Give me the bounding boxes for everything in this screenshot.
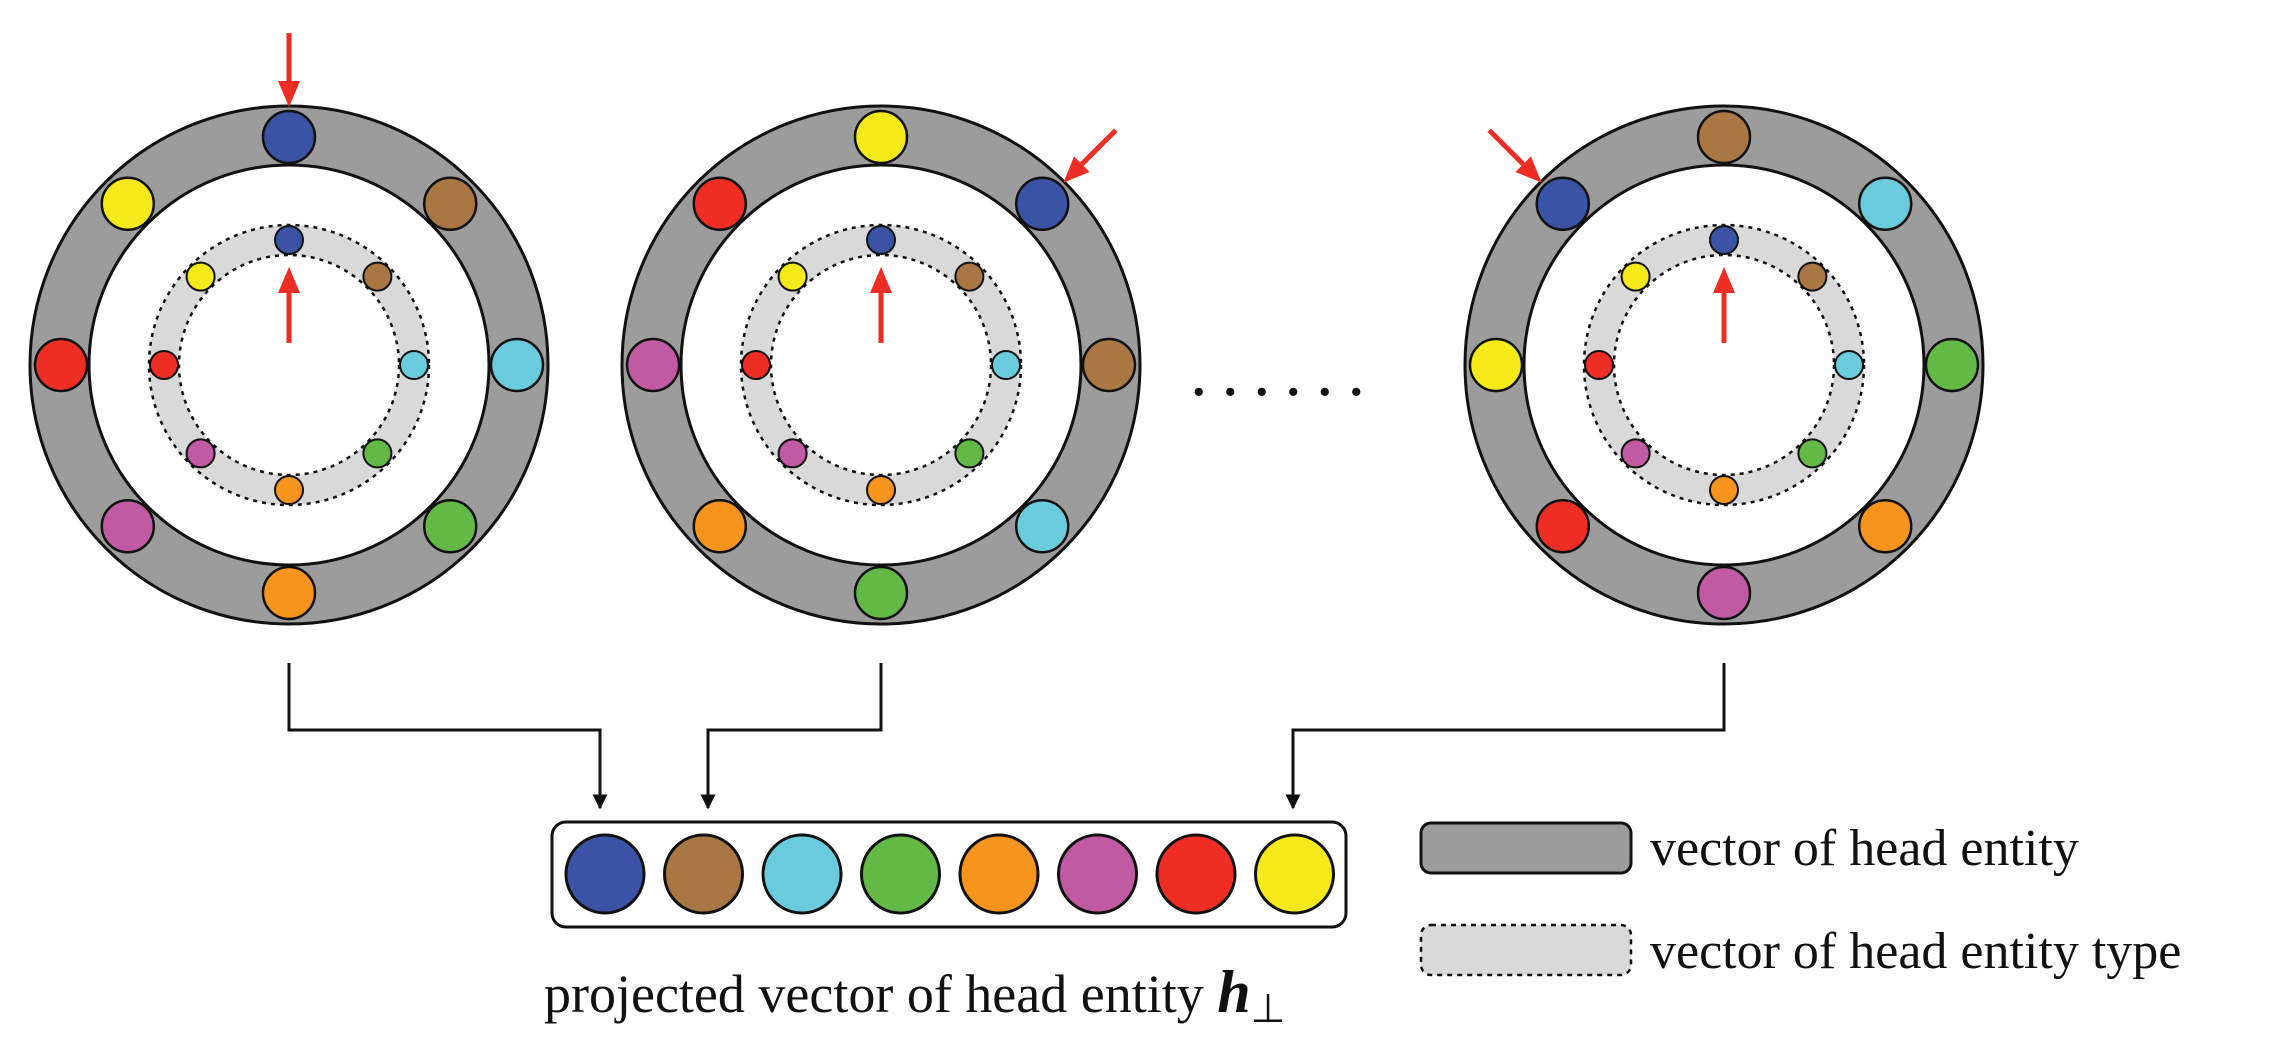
- legend-swatch-head-entity-type: [1419, 923, 1633, 977]
- entity-dim-green: [1924, 337, 1980, 393]
- type-dim-red: [149, 350, 179, 380]
- entity-dim-cyan: [1014, 498, 1070, 554]
- connector-arrows: [287, 663, 1726, 810]
- entity-dim-brown: [1081, 337, 1137, 393]
- type-dim-yellow: [185, 261, 216, 292]
- entity-dim-orange: [692, 498, 748, 554]
- type-dim-green: [362, 438, 393, 469]
- type-dim-yellow: [1620, 261, 1651, 292]
- legend: vector of head entity vector of head ent…: [1419, 820, 2181, 980]
- caption-math-subscript: ⊥: [1251, 986, 1286, 1031]
- type-dim-magenta: [1620, 438, 1651, 469]
- projected-vector: [550, 820, 1348, 929]
- entity-dim-green: [853, 565, 909, 621]
- entity-dim-blue: [1014, 176, 1070, 232]
- entity-dim-brown: [422, 176, 478, 232]
- projected-cell-red: [1155, 833, 1237, 915]
- entity-dim-green: [422, 498, 478, 554]
- entity-rings: [28, 33, 1985, 626]
- projected-cell-cyan: [761, 833, 843, 915]
- entity-dim-yellow: [1468, 337, 1524, 393]
- type-dim-brown: [1797, 261, 1828, 292]
- connector-arrow-2: [700, 663, 883, 810]
- type-pointer-arrow: [1713, 267, 1735, 343]
- entity-dim-yellow: [100, 176, 156, 232]
- projected-vector-cells: [564, 833, 1335, 915]
- entity-dim-brown: [1696, 109, 1752, 165]
- entity-dim-yellow: [853, 109, 909, 165]
- type-dim-magenta: [777, 438, 808, 469]
- entity-pointer-arrow: [1063, 128, 1118, 183]
- caption-math-symbol: h: [1217, 959, 1250, 1025]
- projected-cell-orange: [958, 833, 1040, 915]
- legend-label-head-entity: vector of head entity: [1650, 820, 2079, 877]
- entity-dim-magenta: [625, 337, 681, 393]
- projected-cell-yellow: [1254, 833, 1335, 915]
- type-dim-green: [1797, 438, 1828, 469]
- entity-dim-red: [692, 176, 748, 232]
- connector-arrow-3: [1285, 663, 1726, 810]
- type-dim-red: [1584, 350, 1614, 380]
- type-dim-orange: [1709, 475, 1739, 505]
- type-dim-blue: [866, 225, 896, 255]
- ring-group-1: [28, 33, 550, 626]
- type-pointer-arrow: [278, 267, 300, 343]
- type-dim-blue: [274, 225, 304, 255]
- type-dim-orange: [274, 475, 304, 505]
- type-dim-orange: [866, 475, 896, 505]
- type-dim-red: [741, 350, 771, 380]
- type-dim-brown: [954, 261, 985, 292]
- projected-cell-brown: [663, 833, 744, 915]
- entity-dim-magenta: [1696, 565, 1752, 621]
- type-dim-cyan: [399, 350, 429, 380]
- ellipsis: ......: [1190, 334, 1379, 411]
- entity-pointer-arrow: [278, 33, 300, 107]
- ring-group-2: [620, 104, 1142, 626]
- entity-dim-red: [1535, 498, 1591, 554]
- entity-dim-orange: [261, 565, 317, 621]
- entity-dim-cyan: [1857, 176, 1913, 232]
- type-dim-yellow: [777, 261, 808, 292]
- projected-vector-caption: projected vector of head entity h⊥: [544, 959, 1285, 1031]
- type-dim-cyan: [991, 350, 1021, 380]
- entity-dim-blue: [261, 109, 317, 165]
- entity-dim-red: [33, 337, 89, 393]
- projected-cell-green: [860, 833, 941, 915]
- ring-group-3: [1463, 104, 1985, 626]
- connector-arrow-1: [287, 663, 608, 810]
- type-dim-brown: [362, 261, 393, 292]
- entity-pointer-arrow: [1487, 128, 1542, 183]
- type-dim-magenta: [185, 438, 216, 469]
- projected-cell-magenta: [1057, 833, 1138, 915]
- entity-dim-orange: [1857, 498, 1913, 554]
- type-dim-green: [954, 438, 985, 469]
- entity-dim-magenta: [100, 498, 156, 554]
- entity-dim-blue: [1535, 176, 1591, 232]
- type-dim-cyan: [1834, 350, 1864, 380]
- caption-text: projected vector of head entity: [544, 964, 1217, 1024]
- projected-vector-box: [550, 820, 1348, 929]
- projected-cell-blue: [564, 833, 646, 915]
- type-pointer-arrow: [870, 267, 892, 343]
- entity-dim-cyan: [489, 337, 545, 393]
- type-dim-blue: [1709, 225, 1739, 255]
- legend-label-head-entity-type: vector of head entity type: [1650, 923, 2181, 980]
- legend-swatch-head-entity: [1419, 821, 1633, 875]
